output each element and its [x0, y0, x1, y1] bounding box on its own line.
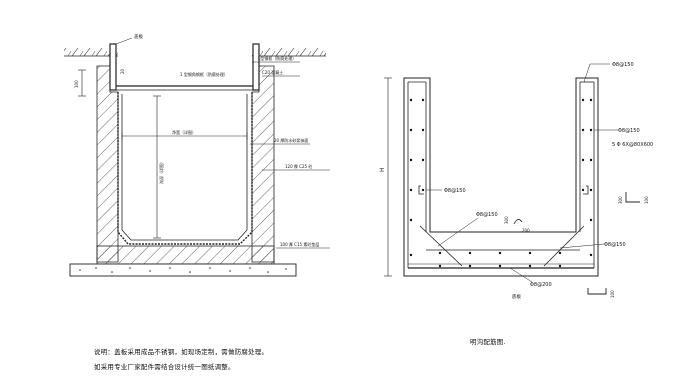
leader-rebar-bottom-right [559, 243, 605, 249]
label-depth: 沟深（详图） [158, 160, 164, 184]
rebar-diag-right [543, 225, 585, 267]
label-hook-dim-1: 300 [618, 196, 623, 204]
inner-plaster-outline [117, 92, 253, 245]
inner-channel-outline [121, 94, 248, 241]
rebar-outer-outline [403, 77, 599, 277]
label-bottom: 底板 [512, 293, 521, 300]
label-steel-frame: L型钢框（防腐处理） [258, 55, 296, 61]
label-plaster: 20 厚防水砂浆抹面 [274, 137, 308, 143]
note-right-caption: 明沟配筋图. [470, 338, 506, 346]
hook-symbol-left [418, 185, 424, 195]
label-cushion: 100 厚 C15 素砼垫层 [280, 241, 319, 247]
bent-bar-detail-bottom [587, 288, 607, 295]
leader-cover [115, 37, 133, 45]
leader-rebar-mid-center [437, 217, 479, 247]
label-rebar-top: Φ8@150 [612, 62, 634, 68]
label-inlet-dim: 20 [120, 68, 125, 74]
label-hook-dim-2: 100 [644, 196, 649, 204]
note-left-line1: 说明：盖板采用成品不锈钢，如现场定制，需做防腐处理。 [94, 348, 269, 356]
bent-bar-detail-top [625, 192, 640, 203]
label-small-dim-1: 300 [504, 216, 509, 224]
cover-frame-right [252, 43, 260, 91]
label-wall-thick: 120 厚 C25 砼 [285, 163, 312, 169]
label-rebar-side: Φ8@150 [618, 128, 640, 134]
cushion-layer [69, 263, 297, 277]
concrete-base [96, 245, 275, 265]
label-rebar-bottom-right: Φ8@150 [604, 242, 626, 248]
note-left-line2: 如采用专业厂家配件需结合设计统一图纸调整。 [94, 363, 235, 371]
label-side-dim: 100 [74, 80, 79, 88]
earth-band-left [64, 48, 118, 56]
label-rebar-mid-left: Φ8@150 [444, 188, 466, 194]
cover-frame-left [109, 43, 117, 91]
label-inner-width: 净宽（详图） [172, 129, 196, 135]
right-rebar-drawing: H Φ8@150 Φ8@150 5 Φ 6X@80X600 Φ8@150 Φ8@… [379, 62, 653, 300]
cushion-dots [79, 267, 287, 273]
label-cover-plate: 盖板 [134, 33, 143, 40]
leader-rebar-bottom [509, 267, 533, 283]
label-concrete-wall: C20 混凝土 [262, 69, 283, 75]
label-hook-dim-3: 100 [610, 290, 615, 298]
label-plate-edge: 1 型钢角钢框（防腐处理） [180, 71, 228, 77]
label-rebar-mid-center: Φ8@150 [476, 212, 498, 218]
concrete-wall-left [96, 65, 119, 263]
earth-band-right [252, 48, 326, 56]
label-rebar-corner: 5 Φ 6X@80X600 [612, 142, 653, 148]
hook-symbol-right [583, 185, 589, 195]
left-section-drawing: 盖板 20 1 型钢角钢框（防腐处理） L型钢框（防腐处理） C20 混凝土 净… [64, 33, 330, 277]
concrete-wall-right [251, 65, 275, 263]
rebar-dots [409, 98, 593, 268]
rebar-diag-left [419, 225, 463, 267]
label-small-dim-2: 200 [522, 228, 530, 233]
label-rebar-bottom: Φ8@200 [530, 282, 552, 288]
label-height: H [379, 167, 386, 172]
bent-bar-detail-mid [513, 219, 523, 225]
